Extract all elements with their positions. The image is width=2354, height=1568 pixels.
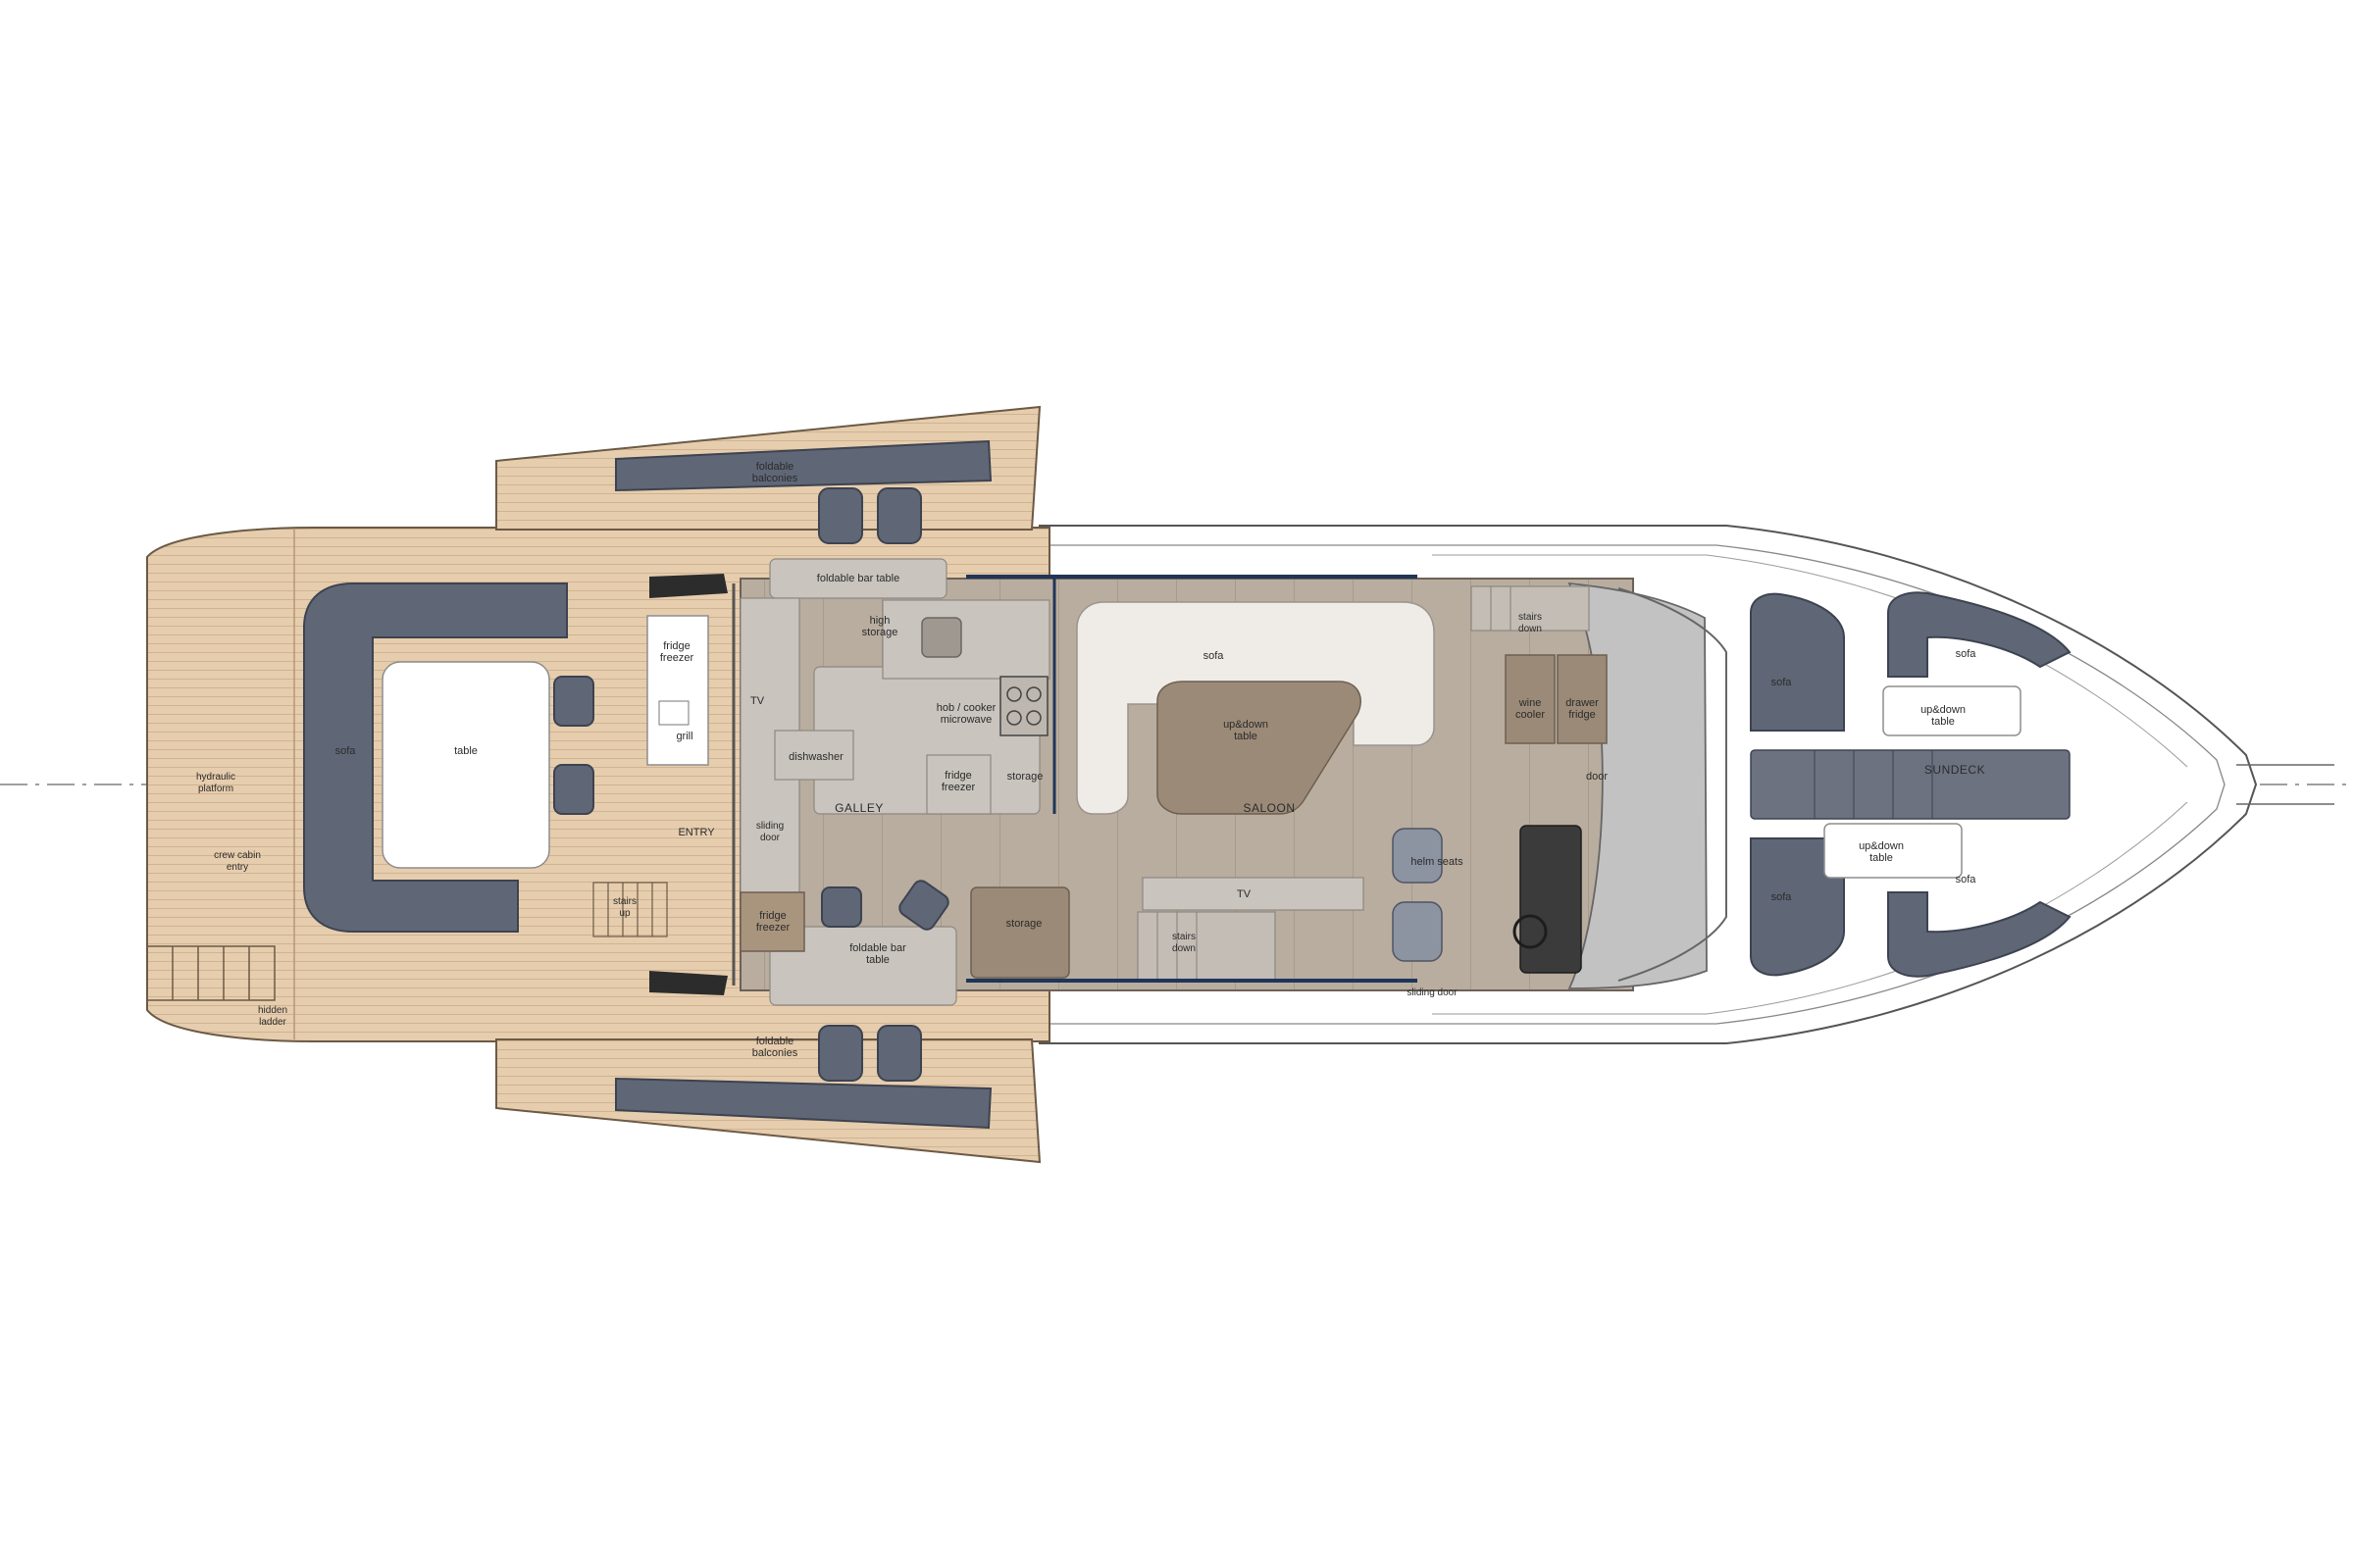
- aft-chair: [553, 764, 594, 815]
- fridge-freezer-galley-unit: [926, 754, 992, 815]
- balcony-chair: [818, 1025, 863, 1082]
- label-sofa-bow-4: sofa: [1956, 874, 1977, 885]
- hob-icon: [999, 676, 1049, 736]
- label-saloon: SALOON: [1243, 801, 1295, 815]
- grill-unit: [646, 615, 709, 766]
- fridge-freezer-port-unit: [740, 891, 805, 952]
- label-sofa-saloon: sofa: [1203, 650, 1225, 662]
- helm-seat: [1392, 828, 1443, 884]
- grill-icon: [658, 700, 690, 726]
- helm-seat: [1392, 901, 1443, 962]
- sink: [921, 617, 962, 658]
- foldable-bar-table-top-unit: [769, 558, 947, 599]
- label-tv-galley: TV: [750, 695, 765, 707]
- balcony-sofa-bottom: [615, 1077, 993, 1130]
- foldable-bar-table-bottom-unit: [769, 926, 957, 1006]
- bow-sofa-4: [1887, 891, 2072, 978]
- label-sliding-door-side: sliding door: [1407, 987, 1458, 998]
- bow-sofa-2: [1750, 837, 1845, 977]
- stairs-down-upper-steps: [1470, 585, 1590, 632]
- balcony-chair: [877, 1025, 922, 1082]
- label-helm-seats: helm seats: [1410, 856, 1463, 868]
- windscreen-frame: [1617, 587, 1727, 982]
- label-door: door: [1586, 771, 1608, 783]
- bow-sofa-3: [1887, 591, 2072, 678]
- label-grill: grill: [676, 731, 692, 742]
- label-entry: ENTRY: [678, 827, 715, 838]
- label-foldable-bar-table-top: foldable bar table: [817, 573, 899, 584]
- balcony-sofa-top: [615, 439, 993, 492]
- saloon-table: [1156, 681, 1361, 815]
- label-table-aft: table: [454, 745, 478, 757]
- saloon-tv-unit: [1142, 877, 1364, 911]
- label-storage-galley: storage: [1007, 771, 1044, 783]
- stairs-up-steps: [592, 882, 668, 937]
- balcony-chair: [818, 487, 863, 544]
- aft-table: [382, 661, 550, 869]
- galley-chair: [821, 886, 862, 928]
- hull-inner-line: [1040, 544, 2226, 1025]
- bow-table-top: [1882, 685, 2021, 736]
- balcony-chair: [877, 487, 922, 544]
- aft-chair: [553, 676, 594, 727]
- helm-console: [1519, 825, 1582, 974]
- storage-lower-unit: [970, 886, 1070, 979]
- bulkhead-bottom: [649, 971, 728, 995]
- helm-wheel: [1512, 914, 1548, 949]
- label-tv-saloon: TV: [1237, 888, 1252, 900]
- label-galley: GALLEY: [835, 801, 884, 815]
- drawer-fridge-unit: [1557, 654, 1608, 744]
- label-sofa-aft: sofa: [335, 745, 357, 757]
- label-sofa-bow-1: sofa: [1771, 677, 1793, 688]
- wine-cooler-unit: [1505, 654, 1556, 744]
- galley-upper-counter: [882, 599, 1050, 680]
- label-sundeck: SUNDECK: [1924, 763, 1985, 777]
- label-sofa-bow-2: sofa: [1771, 891, 1793, 903]
- galley-chair: [898, 880, 949, 931]
- aft-u-sofa: [303, 582, 568, 933]
- label-storage-lower: storage: [1006, 918, 1043, 930]
- dishwasher-unit: [774, 730, 854, 781]
- bow-sofa-1: [1750, 592, 1845, 732]
- sundeck-pad: [1750, 749, 2071, 820]
- saloon-sofa: [1076, 601, 1435, 815]
- bulkhead-top: [649, 574, 728, 598]
- stairs-down-lower-steps: [1137, 911, 1276, 982]
- bow-table-bottom: [1823, 823, 1963, 879]
- label-sofa-bow-3: sofa: [1956, 648, 1977, 660]
- hidden-ladder-steps: [146, 945, 276, 1001]
- label-dishwasher: dishwasher: [789, 751, 844, 763]
